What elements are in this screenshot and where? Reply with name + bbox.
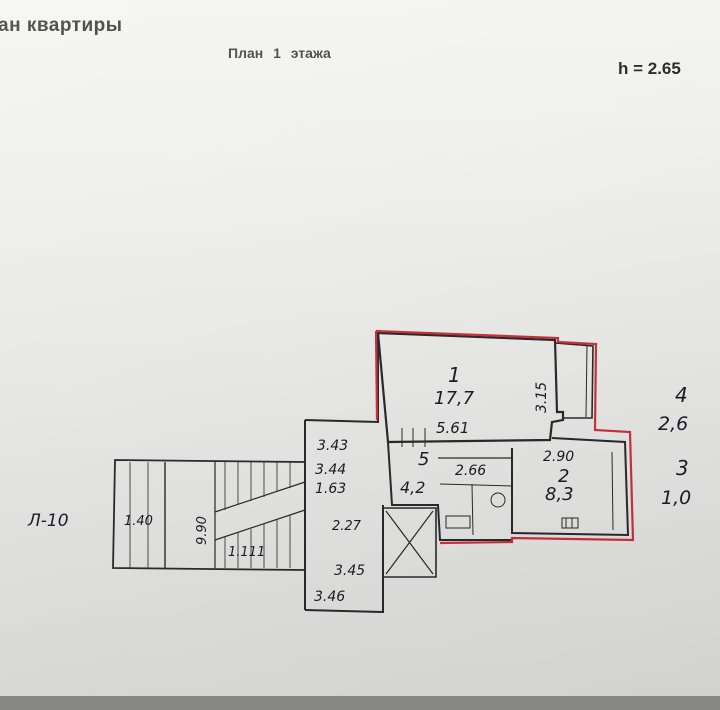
table-edge <box>0 696 720 710</box>
side-label: Л-10 <box>27 511 69 531</box>
stair-treads <box>129 462 291 568</box>
room-4-number: 4 <box>675 383 688 407</box>
floor-label: План 1 этажа <box>228 45 331 61</box>
apartment-outline <box>374 329 635 545</box>
room-2-area: 8,3 <box>545 484 574 505</box>
dim-stair-c: 1.111 <box>228 545 265 560</box>
dim-hall-c: 1.63 <box>315 481 346 497</box>
dim-hall-d: 2.27 <box>332 519 362 534</box>
room-1-number: 1 <box>448 363 461 387</box>
dim-hall-f: 3.46 <box>314 589 345 605</box>
room-3-area: 1,0 <box>661 487 691 509</box>
room-5-area: 4,2 <box>400 478 425 497</box>
room-1-area: 17,7 <box>434 388 475 409</box>
dim-room1-width: 5.61 <box>436 419 469 437</box>
dim-hall-e: 3.45 <box>334 563 365 579</box>
fixtures <box>401 428 579 529</box>
plan-walls <box>112 331 630 614</box>
dim-room1-depth: 3.15 <box>534 382 550 413</box>
room-5-number: 5 <box>418 449 429 470</box>
dim-stair-a: 1.40 <box>124 514 153 529</box>
dim-corridor-width: 2.66 <box>455 463 486 479</box>
room-4-area: 2,6 <box>658 413 688 435</box>
page-title: ан квартиры <box>0 15 123 36</box>
dim-hall-b: 3.44 <box>315 462 346 478</box>
ceiling-height-label: h = 2.65 <box>618 59 681 78</box>
dim-hall-a: 3.43 <box>317 438 348 454</box>
room-3-number: 3 <box>676 456 689 480</box>
room-2-number: 2 <box>558 466 569 487</box>
dim-room2-width: 2.90 <box>543 449 574 465</box>
dim-stair-b: 9.90 <box>195 516 210 545</box>
